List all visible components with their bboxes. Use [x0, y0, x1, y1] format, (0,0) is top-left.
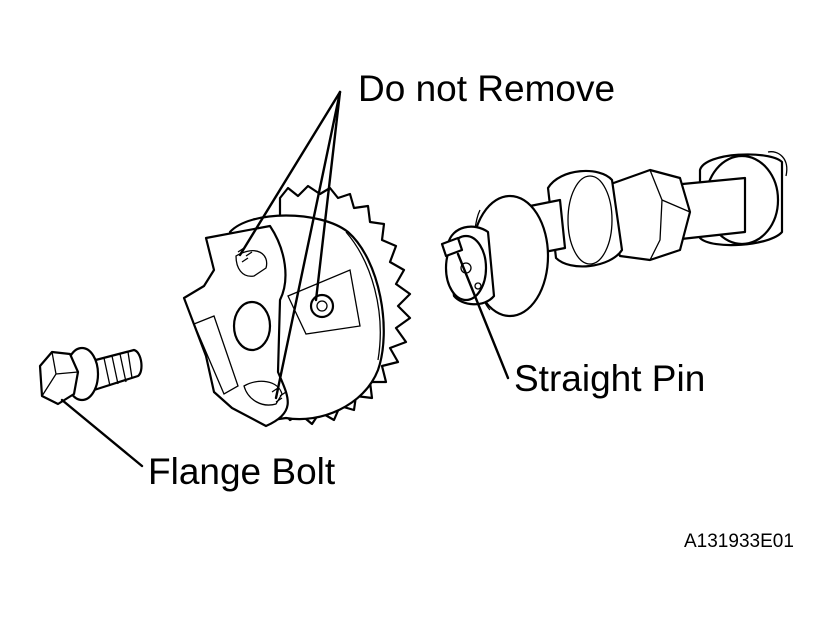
- figure-id: A131933E01: [684, 531, 794, 552]
- do-not-remove-label: Do not Remove: [358, 68, 616, 109]
- leader-do-not-remove-a: [238, 90, 342, 257]
- leader-do-not-remove-b: [314, 90, 342, 302]
- leader-do-not-remove-c: [274, 90, 342, 400]
- leader-flange-bolt: [60, 398, 144, 468]
- flange-bolt: [38, 346, 143, 406]
- camshaft: [440, 151, 788, 318]
- flange-bolt-label: Flange Bolt: [148, 451, 336, 492]
- timing-gear: [182, 184, 412, 428]
- leader-lines: [60, 90, 510, 468]
- leader-straight-pin: [456, 252, 510, 380]
- straight-pin-label: Straight Pin: [514, 358, 706, 399]
